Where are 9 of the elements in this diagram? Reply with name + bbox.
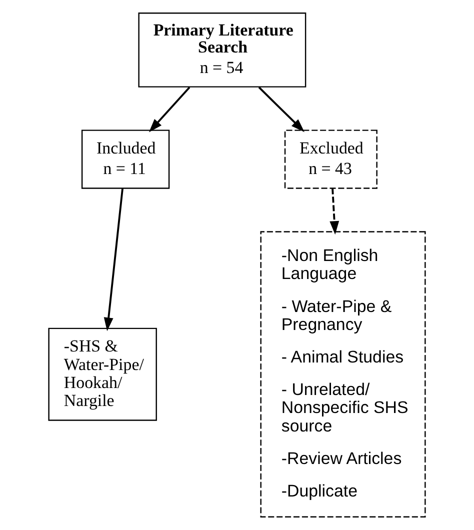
- arrow: [148, 86, 190, 132]
- node-box: Included n = 11: [81, 130, 170, 189]
- arrow: [258, 86, 304, 132]
- node-box: -Non English Language - Water-Pipe & Pregnancy - Animal Studies - Unrelated/ Nonspecific SHS source -Review Articles -Duplicate: [260, 231, 426, 518]
- node-box: Excluded n = 43: [284, 130, 378, 189]
- node-box: Primary Literature Search n = 54: [138, 12, 306, 88]
- node-box: -SHS & Water-Pipe/ Hookah/ Nargile: [48, 328, 157, 421]
- arrow: [330, 188, 340, 235]
- arrow: [104, 188, 124, 332]
